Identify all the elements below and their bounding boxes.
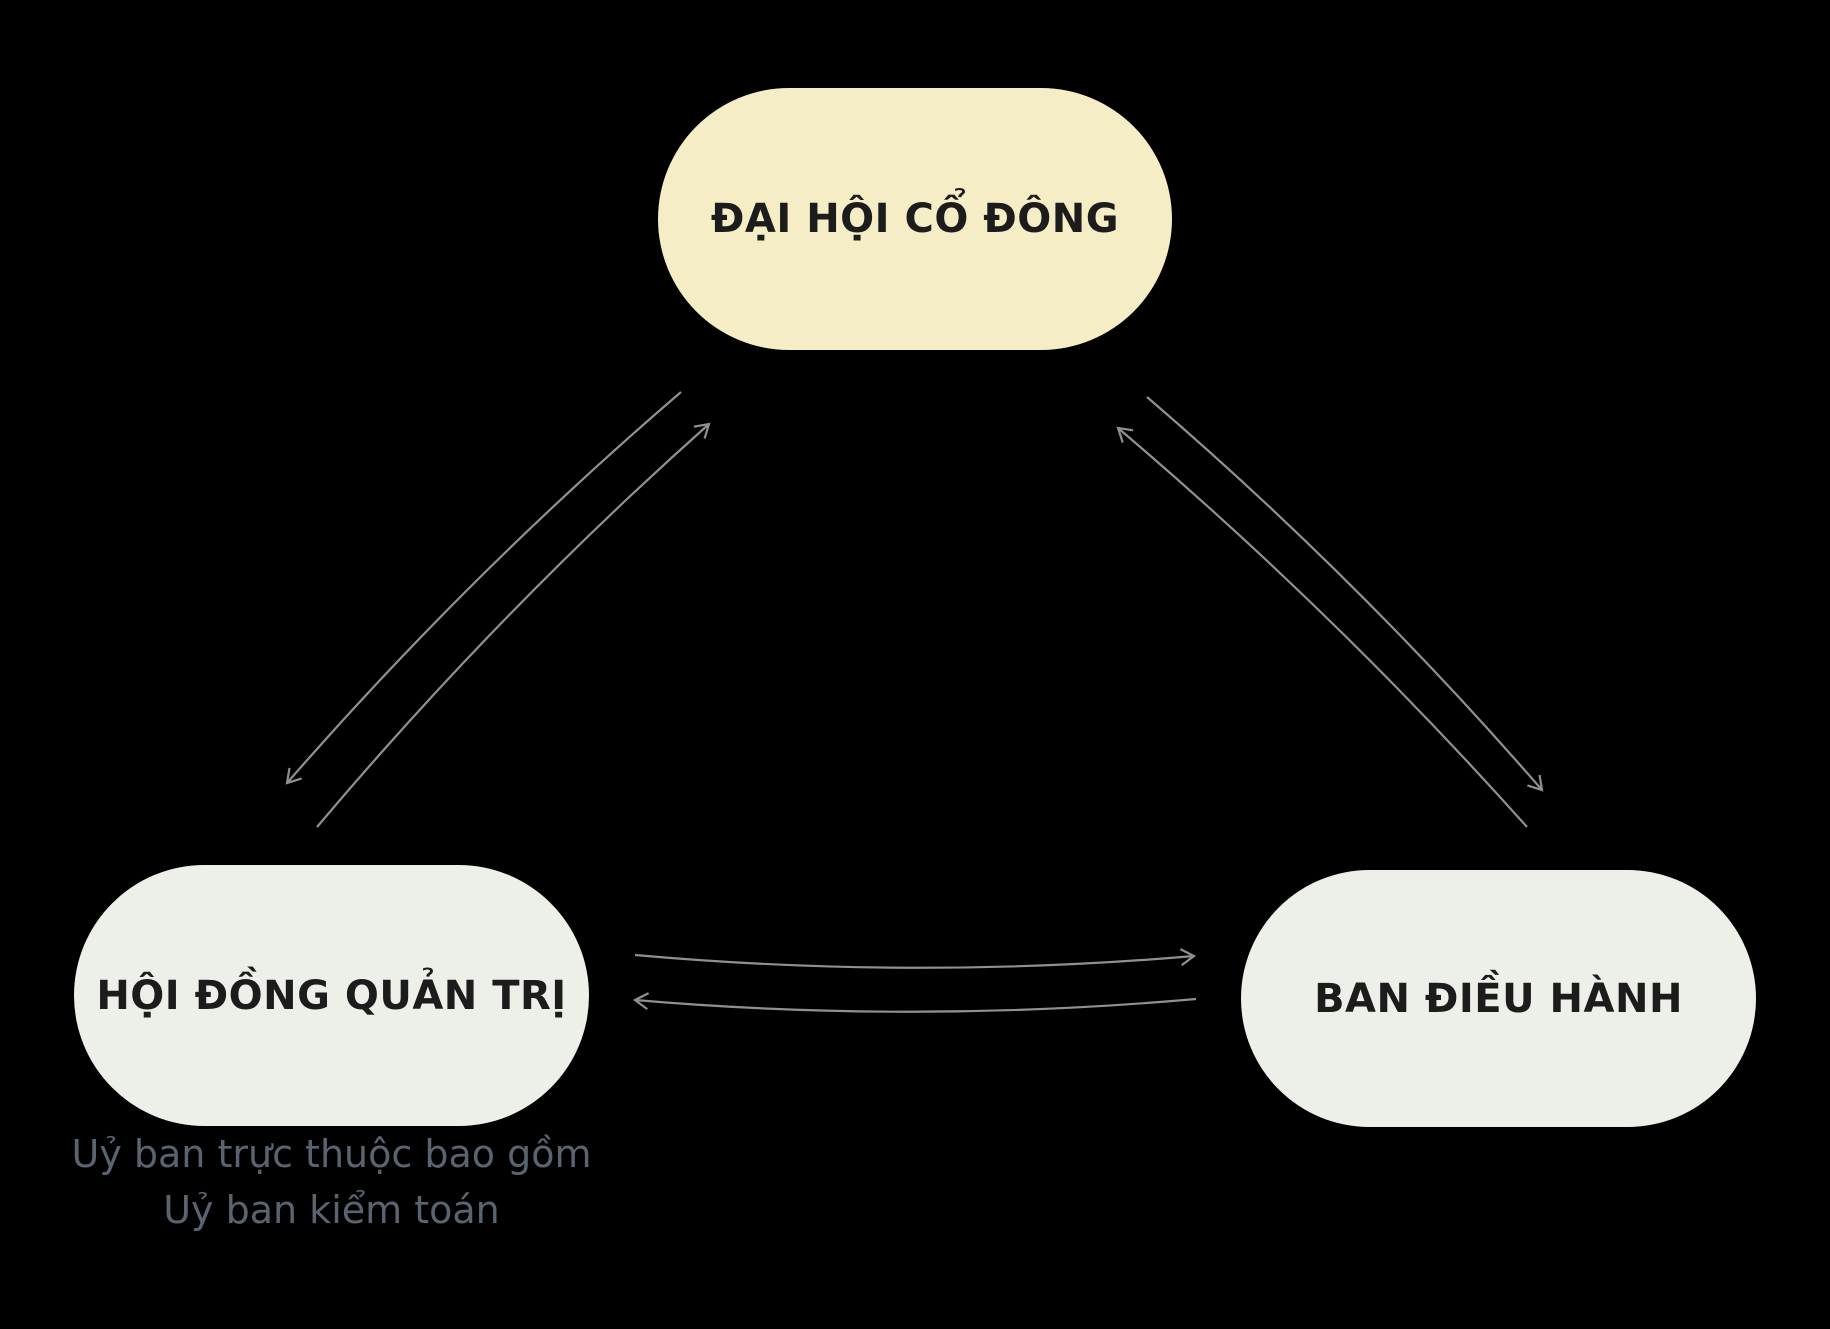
node-board: HỘI ĐỒNG QUẢN TRỊ bbox=[74, 865, 589, 1126]
arrow-board-to-shareholders bbox=[316, 424, 709, 828]
arrow-shareholders-to-executive bbox=[1146, 396, 1542, 790]
arrow-executive-to-shareholders bbox=[1118, 428, 1528, 828]
arrow-board-to-executive bbox=[634, 955, 1194, 969]
caption-line-1: Uỷ ban trực thuộc bao gồm bbox=[71, 1132, 592, 1176]
caption-line-2: Uỷ ban kiểm toán bbox=[163, 1188, 500, 1232]
node-shareholders-label: ĐẠI HỘI CỔ ĐÔNG bbox=[710, 196, 1120, 242]
board-committees-caption: Uỷ ban trực thuộc bao gồm Uỷ ban kiểm to… bbox=[44, 1126, 619, 1238]
node-executive-label: BAN ĐIỀU HÀNH bbox=[1314, 975, 1683, 1022]
arrow-executive-to-board bbox=[635, 999, 1197, 1013]
node-executive: BAN ĐIỀU HÀNH bbox=[1241, 870, 1756, 1127]
node-board-label: HỘI ĐỒNG QUẢN TRỊ bbox=[96, 972, 567, 1019]
arrow-shareholders-to-board bbox=[287, 391, 682, 783]
node-shareholders: ĐẠI HỘI CỔ ĐÔNG bbox=[658, 88, 1172, 350]
